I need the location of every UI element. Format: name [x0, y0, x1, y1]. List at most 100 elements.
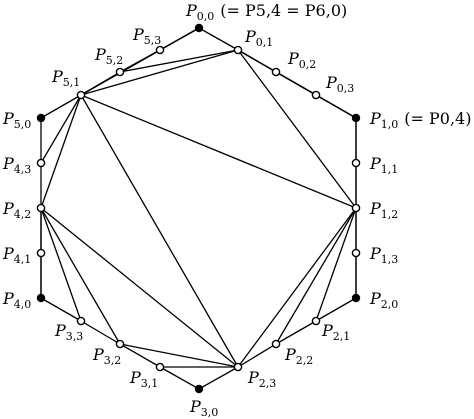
vertex-p11: [351, 158, 361, 168]
vertex-label-p33: P3,3: [54, 321, 83, 343]
vertex-label-symbol: P: [325, 73, 337, 92]
vertex-label-subscript: 4,0: [14, 298, 32, 311]
vertex-label-p41: P4,1: [2, 244, 31, 266]
vertex-label-symbol: P: [369, 199, 381, 218]
vertex-label-subscript: 5,0: [14, 118, 32, 131]
vertex-label-subscript: 0,1: [256, 36, 274, 49]
vertex-label-symbol: P: [2, 289, 14, 308]
vertex-label-p50: P5,0: [2, 109, 31, 131]
vertex-label-p31: P3,1: [129, 368, 158, 390]
vertex-label-subscript: 1,1: [381, 163, 399, 176]
vertex-label-symbol: P: [129, 368, 141, 387]
vertex-label-p01: P0,1: [244, 27, 273, 49]
vertex-label-subscript: 5,2: [106, 54, 124, 67]
vertex-label-symbol: P: [244, 27, 256, 46]
vertex-label-p51: P5,1: [51, 67, 80, 89]
vertex-label-note: (= P5,4 = P6,0): [220, 1, 347, 20]
vertex-p03: [311, 90, 321, 100]
vertex-label-subscript: 3,1: [141, 377, 159, 390]
edge-p01-p12: [237, 49, 357, 209]
edge-p30-p31: [159, 366, 200, 390]
vertex-label-note: (= P0,4): [404, 109, 471, 128]
vertex-label-symbol: P: [321, 321, 333, 340]
vertex-label-p10: P1,0 (= P0,4): [369, 109, 471, 131]
vertices-layer: [36, 23, 361, 394]
vertex-label-subscript: 0,2: [299, 58, 317, 71]
vertex-p50: [36, 113, 46, 123]
vertex-label-symbol: P: [369, 109, 381, 128]
edge-p50-p51: [40, 94, 82, 119]
vertex-p30: [194, 384, 204, 394]
edge-p52-p01: [119, 49, 239, 73]
vertex-label-p40: P4,0: [2, 289, 31, 311]
vertex-label-symbol: P: [369, 244, 381, 263]
vertex-label-subscript: 3,2: [104, 354, 122, 367]
edge-p22-p23: [237, 343, 277, 368]
vertex-label-symbol: P: [369, 154, 381, 173]
edge-p51-p43: [40, 94, 82, 164]
vertex-label-subscript: 2,3: [259, 377, 277, 390]
vertex-label-subscript: 5,1: [63, 76, 81, 89]
vertex-p51: [76, 90, 86, 100]
vertex-p23: [233, 362, 243, 372]
vertex-p32: [115, 339, 125, 349]
vertex-label-symbol: P: [94, 45, 106, 64]
vertex-label-subscript: 2,1: [333, 330, 351, 343]
vertex-p10: [351, 113, 361, 123]
vertex-p52: [115, 67, 125, 77]
edge-p23-p42: [40, 207, 239, 368]
edge-p51-p42: [40, 94, 82, 209]
vertex-label-p23: P2,3: [247, 368, 276, 390]
vertex-label-symbol: P: [2, 109, 14, 128]
vertex-label-p43: P4,3: [2, 154, 31, 176]
vertex-label-symbol: P: [189, 397, 201, 416]
edge-p21-p22: [275, 320, 317, 345]
edge-p20-p21: [315, 297, 357, 322]
vertex-label-subscript: 0,0: [197, 10, 215, 23]
vertex-label-p32: P3,2: [92, 345, 121, 367]
vertex-label-symbol: P: [2, 199, 14, 218]
vertex-label-symbol: P: [185, 1, 197, 20]
edge-p32-p33: [80, 320, 121, 345]
edge-p51-p01: [80, 49, 239, 96]
edge-p42-p33: [40, 207, 82, 322]
vertex-label-p12: P1,2: [369, 199, 398, 221]
vertex-label-p11: P1,1: [369, 154, 398, 176]
vertex-p22: [271, 339, 281, 349]
vertex-label-p53: P5,3: [132, 25, 161, 47]
vertex-p01: [233, 45, 243, 55]
edge-p33-p40: [40, 297, 82, 322]
vertex-p20: [351, 293, 361, 303]
vertex-label-subscript: 5,3: [144, 34, 162, 47]
vertex-label-p20: P2,0: [369, 289, 398, 311]
vertex-p33: [76, 316, 86, 326]
vertex-label-subscript: 3,0: [201, 406, 219, 419]
vertex-label-symbol: P: [2, 244, 14, 263]
vertex-label-subscript: 3,3: [66, 330, 84, 343]
vertex-label-subscript: 2,2: [296, 354, 314, 367]
vertex-label-symbol: P: [51, 67, 63, 86]
vertex-label-subscript: 1,3: [381, 253, 399, 266]
edge-p23-p32: [119, 343, 239, 368]
vertex-label-subscript: 1,2: [381, 208, 399, 221]
edge-p51-p12: [80, 94, 357, 209]
vertex-label-p30: P3,0: [189, 397, 218, 419]
vertex-label-p02: P0,2: [287, 49, 316, 71]
vertex-p53: [155, 45, 165, 55]
vertex-label-p00: P0,0 (= P5,4 = P6,0): [185, 1, 347, 23]
vertex-label-p22: P2,2: [284, 345, 313, 367]
vertex-p21: [311, 316, 321, 326]
vertex-label-symbol: P: [287, 49, 299, 68]
edge-p12-p21: [315, 207, 357, 322]
vertex-label-p03: P0,3: [325, 73, 354, 95]
vertex-label-subscript: 1,0: [381, 118, 399, 131]
vertex-label-p42: P4,2: [2, 199, 31, 221]
edge-p00-p01: [198, 27, 239, 51]
vertex-p13: [351, 248, 361, 258]
vertex-p40: [36, 293, 46, 303]
vertex-label-subscript: 4,2: [14, 208, 32, 221]
vertex-label-symbol: P: [132, 25, 144, 44]
